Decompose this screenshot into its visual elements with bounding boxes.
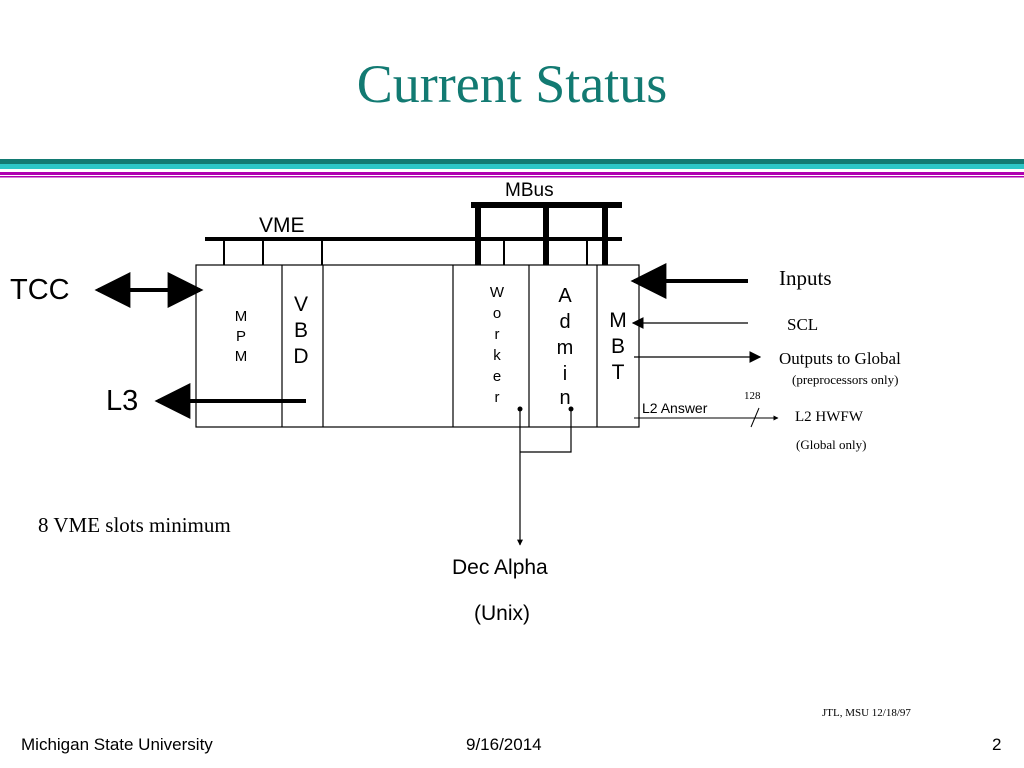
- mbus-label: MBus: [505, 180, 554, 201]
- vme-label: VME: [259, 214, 305, 237]
- l3-label: L3: [106, 385, 139, 417]
- footer-date: 9/16/2014: [466, 735, 542, 754]
- footer-org: Michigan State University: [21, 735, 213, 754]
- l2hwfw-note: (Global only): [796, 437, 867, 452]
- slide-title: Current Status: [356, 54, 668, 114]
- vme-bus: [205, 237, 622, 265]
- credit-text: JTL, MSU 12/18/97: [822, 707, 911, 719]
- inputs-label: Inputs: [779, 266, 832, 290]
- band-cyan: [0, 164, 1024, 169]
- bus-width-slash: [750, 407, 760, 428]
- band-teal-dark: [0, 159, 1024, 164]
- dec-alpha-label: Dec Alpha: [452, 556, 548, 579]
- outputs-label: Outputs to Global: [779, 349, 901, 368]
- bus-width-label: 128: [744, 390, 761, 402]
- l2hwfw-label: L2 HWFW: [795, 409, 863, 425]
- dec-alpha-link: [517, 409, 572, 546]
- slots-note: 8 VME slots minimum: [38, 513, 231, 537]
- worker-port-dot: [517, 406, 523, 412]
- unix-label: (Unix): [474, 602, 530, 625]
- outputs-note: (preprocessors only): [792, 372, 899, 387]
- footer-page-number: 2: [992, 735, 1002, 754]
- l2-answer-label: L2 Answer: [642, 400, 708, 416]
- mbus-bus: [471, 202, 622, 265]
- title-divider-bands: [0, 159, 1024, 178]
- scl-label: SCL: [787, 315, 819, 334]
- band-magenta: [0, 172, 1024, 175]
- tcc-label: TCC: [10, 274, 70, 306]
- admin-port-dot: [568, 406, 574, 412]
- band-magenta-thin: [0, 176, 1024, 178]
